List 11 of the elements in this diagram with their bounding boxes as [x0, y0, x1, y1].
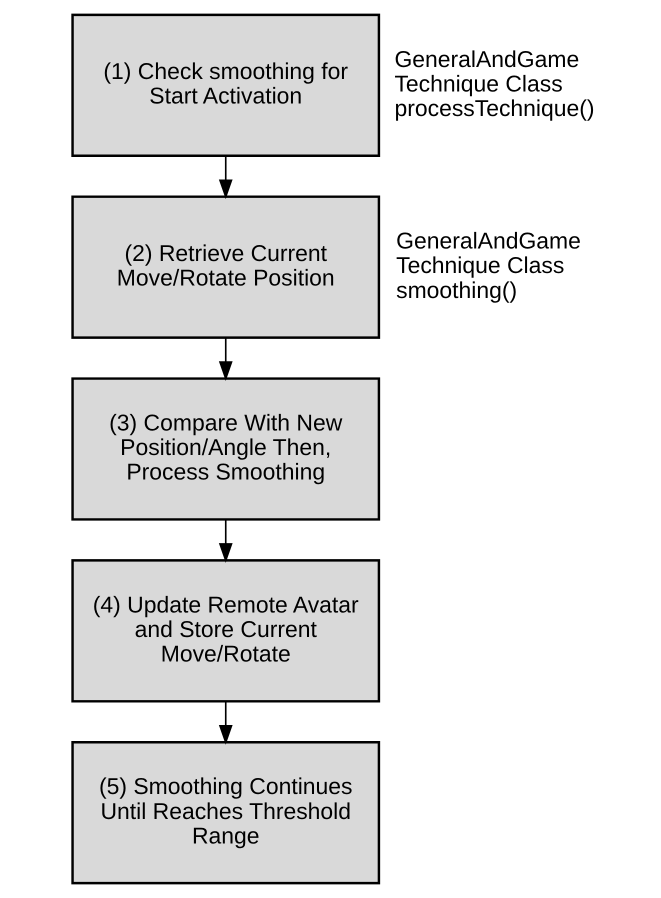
- arrow: [218, 702, 232, 745]
- node-box: (3) Compare With New Position/Angle Then, Process Smoothing: [70, 377, 380, 521]
- node-box: (5) Smoothing Continues Until Reaches Threshold Range: [70, 741, 380, 884]
- node-label: GeneralAndGame Technique Class processTechnique(): [394, 46, 594, 121]
- node-label: GeneralAndGame Technique Class smoothing(): [396, 228, 580, 303]
- node-box: (1) Check smoothing for Start Activation: [70, 14, 380, 157]
- arrow: [218, 156, 232, 200]
- node-box: (4) Update Remote Avatar and Store Current Move/Rotate: [70, 559, 380, 703]
- node-box: (2) Retrieve Current Move/Rotate Position: [70, 195, 380, 339]
- arrow: [218, 520, 232, 563]
- arrow: [218, 338, 232, 381]
